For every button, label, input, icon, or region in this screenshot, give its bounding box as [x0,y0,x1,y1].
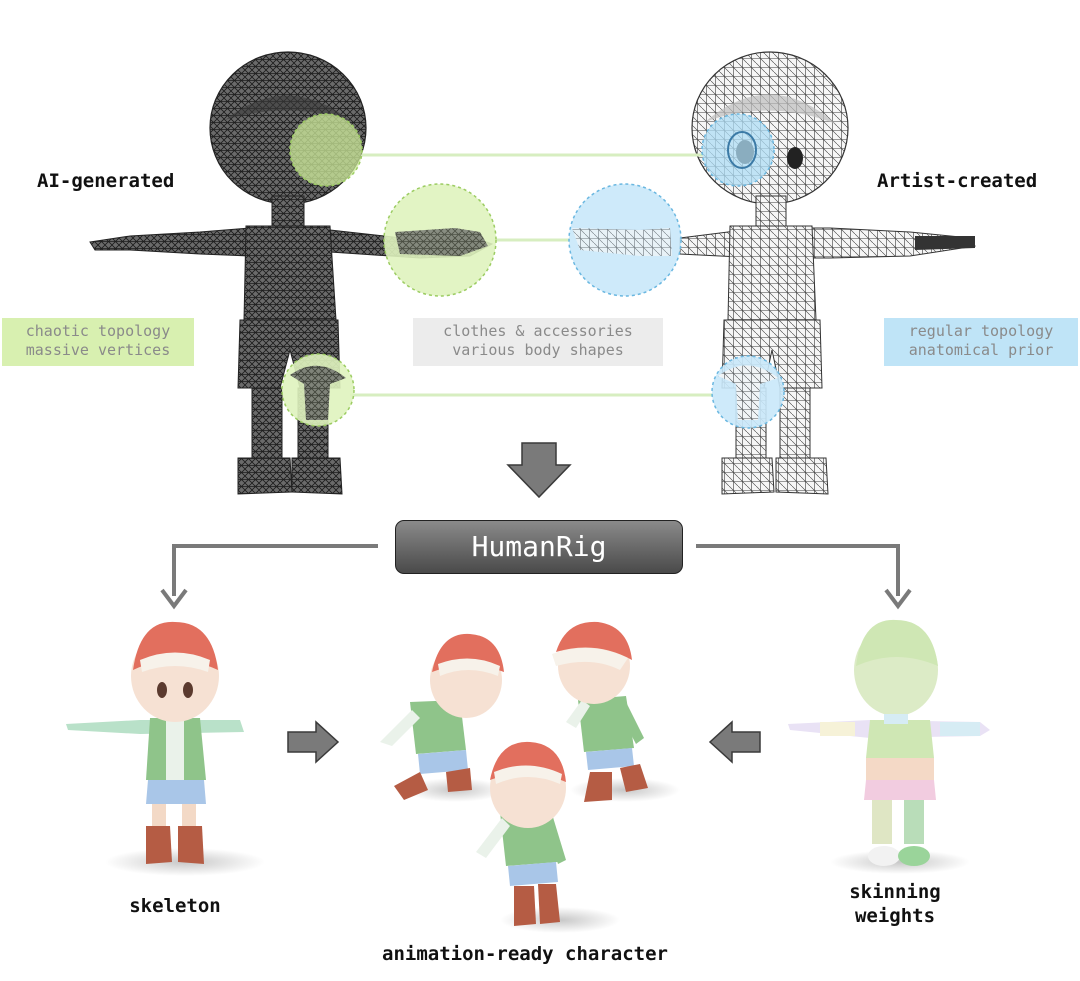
artist-note-line-1: regular topology [908,322,1054,340]
skinning-weights-label: skinning weights [820,880,970,928]
center-note: clothes & accessories various body shape… [413,318,663,366]
animated-character-2 [552,621,680,802]
blue-zoom-circles [568,113,785,429]
animation-ready-character-label: animation-ready character [382,943,668,965]
ai-generated-title: AI-generated [37,170,175,192]
left-arrow [708,720,761,764]
ai-note-line-2: massive vertices [25,341,171,359]
branch-arrow-left [160,544,378,610]
center-note-line-2: various body shapes [452,341,624,359]
down-arrow [506,442,572,499]
center-note-line-1: clothes & accessories [443,322,633,340]
animated-character-3 [476,741,620,933]
branch-arrow-right [696,544,912,610]
ai-note-line-1: chaotic topology [25,322,171,340]
artist-created-title: Artist-created [877,170,1038,192]
artist-note-line-2: anatomical prior [908,341,1054,359]
animated-character-1 [380,633,505,802]
skinning-label-line-1: skinning [849,881,941,903]
humanrig-method-box: HumanRig [395,520,683,574]
green-zoom-circles [281,113,497,427]
skinning-weights-character [788,619,990,874]
skeleton-label: skeleton [129,895,221,917]
skinning-label-line-2: weights [854,905,936,927]
artist-created-note: regular topology anatomical prior [884,318,1078,366]
ai-generated-note: chaotic topology massive vertices [2,318,194,366]
skeleton-character [66,621,265,876]
right-arrow [287,720,340,764]
